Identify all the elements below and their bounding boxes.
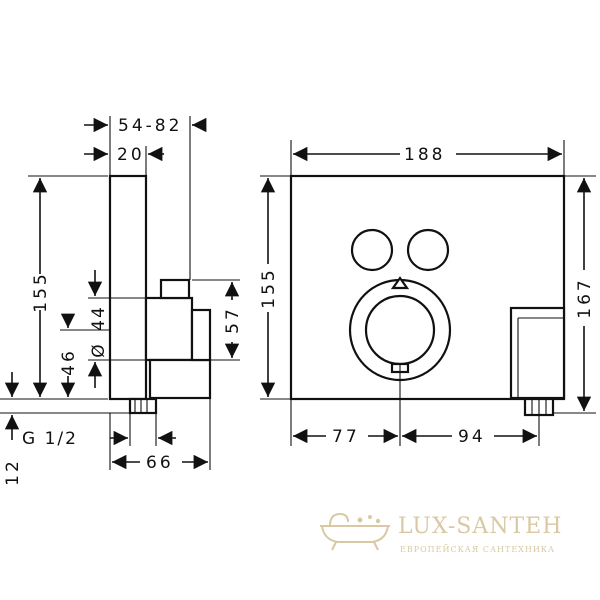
dim-g-half: G 1/2 (22, 429, 78, 449)
thermostat-inner-ring (364, 294, 436, 366)
side-valve-body (144, 296, 194, 362)
shelf-holder (509, 306, 566, 400)
side-connector (128, 397, 158, 415)
watermark-tagline: ЕВРОПЕЙСКАЯ САНТЕХНИКА (400, 545, 555, 554)
dim-54-82: 54-82 (118, 116, 182, 136)
dim-94: 94 (458, 427, 486, 447)
dim-44: 44 (89, 305, 109, 331)
dim-188: 188 (404, 145, 445, 165)
dim-77: 77 (332, 427, 360, 447)
dim-phi-symbol: Ø (89, 342, 109, 357)
button-left (350, 228, 394, 272)
watermark-brand: LUX-SANTEH (398, 514, 562, 539)
dim-167: 167 (575, 277, 595, 318)
dim-155-side: 155 (31, 271, 51, 312)
side-panel (108, 174, 148, 401)
watermark: LUX-SANTEH ЕВРОПЕЙСКАЯ САНТЕХНИКА (320, 512, 562, 554)
front-view: 188 155 167 77 94 (259, 140, 596, 447)
dim-66: 66 (146, 453, 174, 473)
dim-12: 12 (3, 458, 23, 486)
side-view: 54-82 20 155 44 Ø 46 12 57 (0, 116, 243, 486)
dim-57: 57 (223, 306, 243, 334)
button-right (406, 228, 450, 272)
bathtub-logo-icon (320, 512, 390, 551)
dim-46: 46 (59, 348, 79, 376)
side-valve-flange (190, 308, 212, 362)
dim-155-front: 155 (259, 267, 279, 308)
side-valve-lower (148, 358, 212, 400)
side-valve-top (159, 278, 191, 300)
dim-20: 20 (117, 145, 145, 165)
